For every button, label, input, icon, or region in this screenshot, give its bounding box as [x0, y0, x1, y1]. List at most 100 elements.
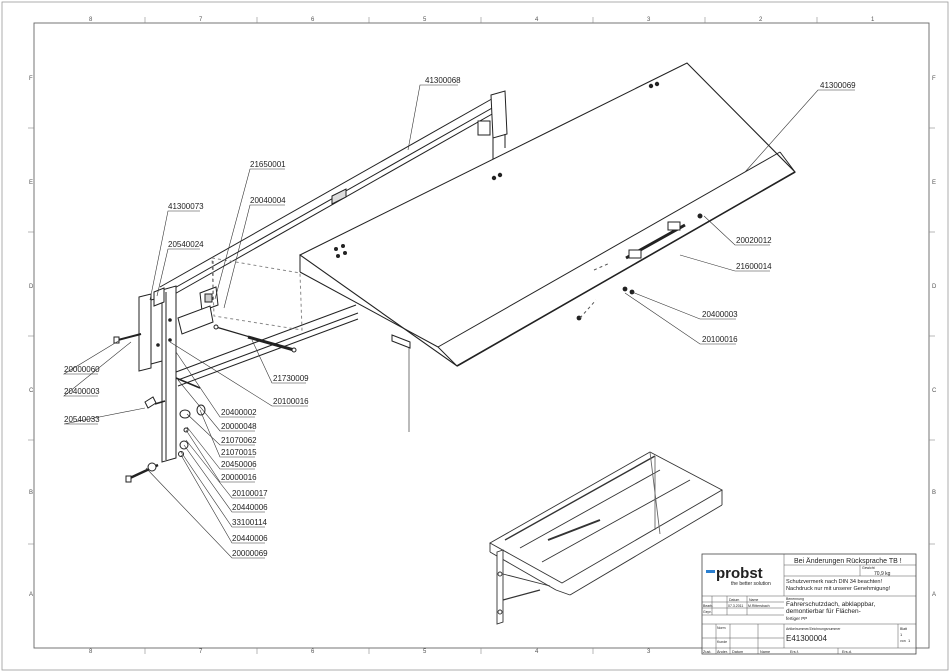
zone-right-label: D	[932, 284, 937, 290]
zone-right-label: F	[932, 76, 936, 82]
part-label-21070015: 21070015	[221, 448, 257, 457]
washer	[196, 404, 206, 416]
logo-slogan: the better solution	[731, 581, 771, 587]
part-label-20540033: 20540033	[64, 415, 100, 424]
zone-right-label: C	[932, 388, 937, 394]
blatt-label: Blatt	[900, 627, 907, 631]
part-label-20040004: 20040004	[250, 196, 286, 205]
gas-spring	[213, 324, 297, 353]
artikel-label: Artikelnummer/Zeichnungsnummer	[786, 627, 841, 631]
zone-top-label: 4	[535, 17, 539, 23]
zone-top-label: 7	[199, 17, 203, 23]
part-label-20400003: 20400003	[702, 310, 738, 319]
part-label-20440006: 20440006	[232, 534, 268, 543]
zone-bottom-label: 3	[647, 649, 651, 655]
part-label-41300073: 41300073	[168, 202, 204, 211]
part-label-21600014: 21600014	[736, 262, 772, 271]
norm-label: Norm	[717, 626, 726, 630]
weight-value: 70,9 kg	[874, 571, 891, 577]
zone-left-label: F	[29, 76, 33, 82]
blatt-value: 1	[900, 632, 903, 637]
part-label-20000060: 20000060	[64, 365, 100, 374]
part-label-20100017: 20100017	[232, 489, 268, 498]
part-label-20400003: 20400003	[64, 387, 100, 396]
change-notice: Bei Änderungen Rücksprache TB !	[794, 557, 902, 565]
part-label-20000069: 20000069	[232, 549, 268, 558]
part-label-20000016: 20000016	[221, 473, 257, 482]
zone-bottom-label: 4	[535, 649, 539, 655]
assembled-preview	[489, 451, 723, 625]
part-label-20000048: 20000048	[221, 422, 257, 431]
roof-panel	[298, 62, 796, 367]
title-line-1: Fahrerschutzdach, abklappbar,	[786, 601, 875, 608]
logo-mark-icon	[706, 570, 715, 573]
title-line-3: fertiger PP	[786, 616, 807, 621]
zone-labels-left: F E D C B A	[29, 76, 34, 598]
part-label-21730009: 21730009	[273, 374, 309, 383]
zone-left-label: C	[29, 388, 34, 394]
leader-lines	[62, 84, 855, 559]
zone-right-label: B	[932, 490, 936, 496]
row-bearb: Bearb.	[703, 604, 713, 608]
logo-wordmark: probst	[716, 565, 763, 582]
vertical-post	[138, 285, 177, 463]
wing-bolt-20540033	[144, 396, 166, 409]
bolt-20000048	[175, 377, 201, 389]
inner-frame	[33, 22, 930, 649]
bolt-20000060	[113, 333, 142, 344]
part-label-21070062: 21070062	[221, 436, 257, 445]
name-value: M.Rittersbach	[748, 604, 770, 608]
lower-tube	[175, 304, 359, 387]
zone-left-label: D	[29, 284, 34, 290]
part-label-33100114: 33100114	[232, 518, 268, 527]
zone-left-label: E	[29, 180, 33, 186]
rev-datum: Datum	[732, 650, 743, 654]
protection-note-2: Nachdruck nur mit unserer Genehmigung!	[786, 586, 891, 592]
long-bolt-20000069	[125, 462, 159, 483]
zone-ticks	[28, 17, 935, 654]
nut	[178, 451, 184, 457]
part-label-21650001: 21650001	[250, 160, 286, 169]
part-label-20100016: 20100016	[702, 335, 738, 344]
rev-aender: Änder.	[717, 650, 728, 654]
roof-holes	[334, 81, 660, 321]
zone-top-label: 5	[423, 17, 427, 23]
part-label-20100016: 20100016	[273, 397, 309, 406]
date-value: 07.3.2011	[728, 604, 743, 608]
part-label-20540024: 20540024	[168, 240, 204, 249]
ersatz-fuer: Ers.f.	[790, 650, 799, 654]
mount-bracket	[153, 287, 165, 307]
weight-label: Gewicht	[862, 566, 875, 570]
row-gepr: Gepr.	[703, 610, 712, 614]
benennung-label: Benennung	[786, 597, 804, 601]
part-label-20450006: 20450006	[221, 460, 257, 469]
zone-top-label: 8	[89, 17, 93, 23]
zone-top-label: 2	[759, 17, 763, 23]
part-label-20440006: 20440006	[232, 503, 268, 512]
zone-top-label: 6	[311, 17, 315, 23]
von-label: von	[900, 639, 906, 643]
zone-top-label: 3	[647, 17, 651, 23]
kunde-label: Kunde	[717, 640, 727, 644]
part-label-41300069: 41300069	[820, 81, 856, 90]
zone-right-label: E	[932, 180, 936, 186]
zone-labels-top: 8 7 6 5 4 3 2 1	[89, 17, 875, 23]
part-label-41300068: 41300068	[425, 76, 461, 85]
part-label-20020012: 20020012	[736, 236, 772, 245]
protection-note-1: Schutzvermerk nach DIN 34 beachten!	[786, 579, 883, 585]
title-block: probst the better solution Bei Änderunge…	[701, 553, 917, 655]
col-name: Name	[749, 598, 758, 602]
assembly-hint-lines	[212, 258, 611, 319]
drawing-number: E41300004	[786, 634, 827, 643]
col-datum: Datum	[729, 598, 739, 602]
zone-top-label: 1	[871, 17, 875, 23]
main-assembly	[113, 62, 796, 483]
rev-zust: Zust.	[703, 650, 711, 654]
part-label-20400002: 20400002	[221, 408, 257, 417]
ersatz-durch: Ers.d.	[842, 650, 852, 654]
zone-labels-right: F E D C B A	[932, 76, 937, 598]
zone-right-label: A	[932, 592, 936, 598]
zone-left-label: A	[29, 592, 33, 598]
